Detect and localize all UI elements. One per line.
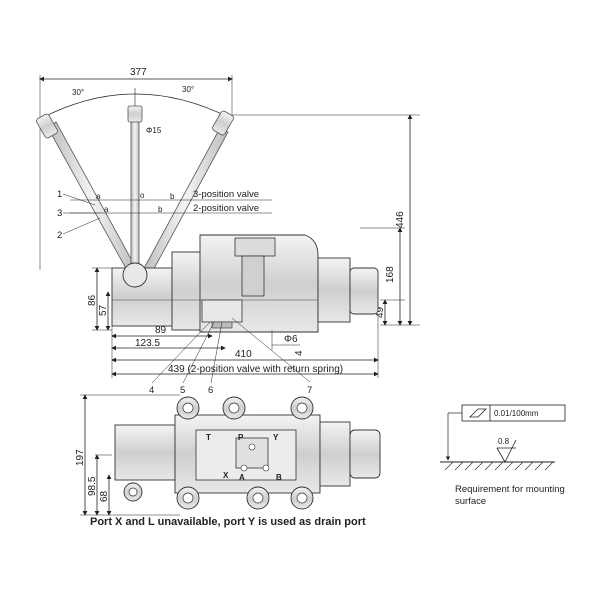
svg-text:377: 377 [130,67,147,78]
svg-text:b: b [170,192,175,201]
svg-text:123.5: 123.5 [135,338,160,349]
callouts-bottom: 4 5 6 7 [149,317,312,396]
svg-text:68: 68 [99,490,110,502]
svg-text:86: 86 [87,294,98,306]
valve-body-top [111,234,379,333]
dim-377: 377 [39,67,233,270]
svg-text:o: o [140,191,145,200]
dim-446: 446 [395,211,406,228]
svg-text:P: P [238,433,244,442]
svg-text:Φ15: Φ15 [146,126,162,135]
svg-text:4: 4 [149,385,154,396]
dim-168: 168 [385,266,396,283]
position-lines: 3-position valve 2-position valve a o b … [70,189,272,214]
drawing-caption: Port X and L unavailable, port Y is used… [90,516,366,528]
svg-text:3-position valve: 3-position valve [193,189,259,200]
svg-text:A: A [239,473,245,482]
surface-requirement-symbol: 0.01/100mm 0.8 [440,404,566,471]
svg-text:1: 1 [57,189,62,200]
svg-text:30°: 30° [182,85,194,94]
svg-text:4: 4 [294,350,305,356]
svg-text:439 (2-position valve with ret: 439 (2-position valve with return spring… [168,364,343,375]
svg-text:410: 410 [235,349,252,360]
svg-text:a: a [96,192,101,201]
mounting-bolts [123,396,314,510]
mounting-surface-note: Requirement for mounting surface [455,484,565,507]
callouts-left: 1 3 2 [57,189,101,241]
svg-text:2: 2 [57,230,62,241]
svg-text:7: 7 [307,385,312,396]
dim-49: 49 [375,306,386,318]
svg-text:Φ6: Φ6 [284,334,298,345]
valve-body-bottom: T P Y X A B [114,396,381,510]
svg-text:6: 6 [208,385,213,396]
svg-text:3: 3 [57,208,62,219]
lever-center: Φ15 [127,105,162,269]
svg-text:197: 197 [75,449,86,466]
svg-text:a: a [104,205,109,214]
svg-text:b: b [158,205,163,214]
svg-text:X: X [223,471,229,480]
svg-text:0.8: 0.8 [498,437,510,446]
svg-text:Y: Y [273,433,279,442]
svg-text:2-position valve: 2-position valve [193,203,259,214]
svg-text:5: 5 [180,385,185,396]
svg-text:0.01/100mm: 0.01/100mm [494,409,539,418]
svg-text:T: T [206,433,211,442]
lever-left [36,113,137,273]
svg-text:98.5: 98.5 [87,476,98,496]
svg-text:B: B [276,473,282,482]
svg-text:30°: 30° [72,88,84,97]
svg-text:57: 57 [98,304,109,316]
svg-text:89: 89 [155,325,167,336]
port-labels: T P Y X A B [206,433,282,482]
